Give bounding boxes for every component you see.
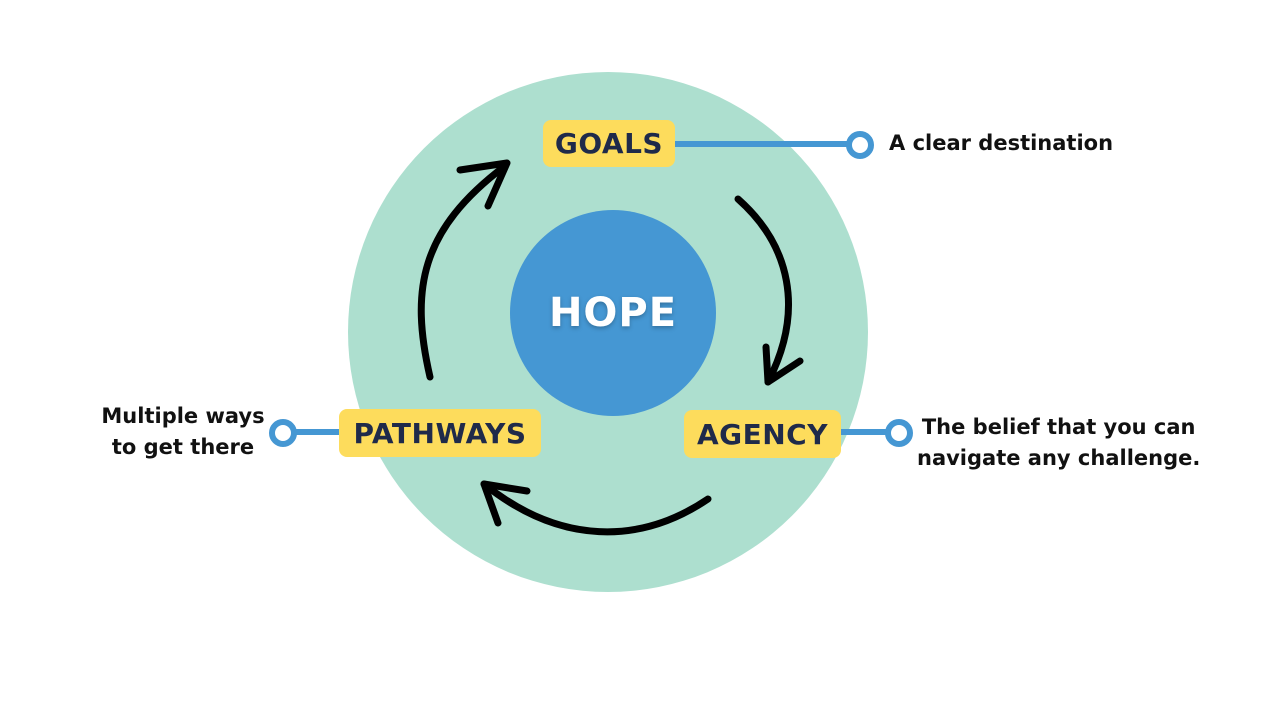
goals-label: GOALS (554, 127, 664, 160)
goals-description-line: A clear destination (889, 131, 1114, 155)
agency-description: The belief that you can navigate any cha… (917, 412, 1200, 474)
pathways-connector-dot (269, 419, 297, 447)
goals-connector-dot (846, 131, 874, 159)
agency-description-line: navigate any challenge. (917, 446, 1201, 470)
center-circle: HOPE (510, 210, 716, 416)
agency-tag: AGENCY (684, 410, 841, 458)
pathways-tag: PATHWAYS (339, 409, 541, 457)
goals-description: A clear destination (889, 128, 1113, 159)
pathways-connector-line (290, 429, 345, 435)
agency-connector-line (838, 429, 898, 435)
pathways-label: PATHWAYS (353, 416, 527, 450)
pathways-description-line: to get there (111, 435, 255, 459)
goals-tag: GOALS (543, 120, 675, 167)
pathways-description: Multiple ways to get there (100, 401, 266, 463)
agency-label: AGENCY (696, 417, 829, 451)
agency-description-line: The belief that you can (921, 415, 1196, 439)
pathways-description-line: Multiple ways (101, 404, 265, 428)
agency-connector-dot (885, 419, 913, 447)
center-label: HOPE (548, 290, 678, 336)
goals-connector-line (672, 141, 852, 147)
